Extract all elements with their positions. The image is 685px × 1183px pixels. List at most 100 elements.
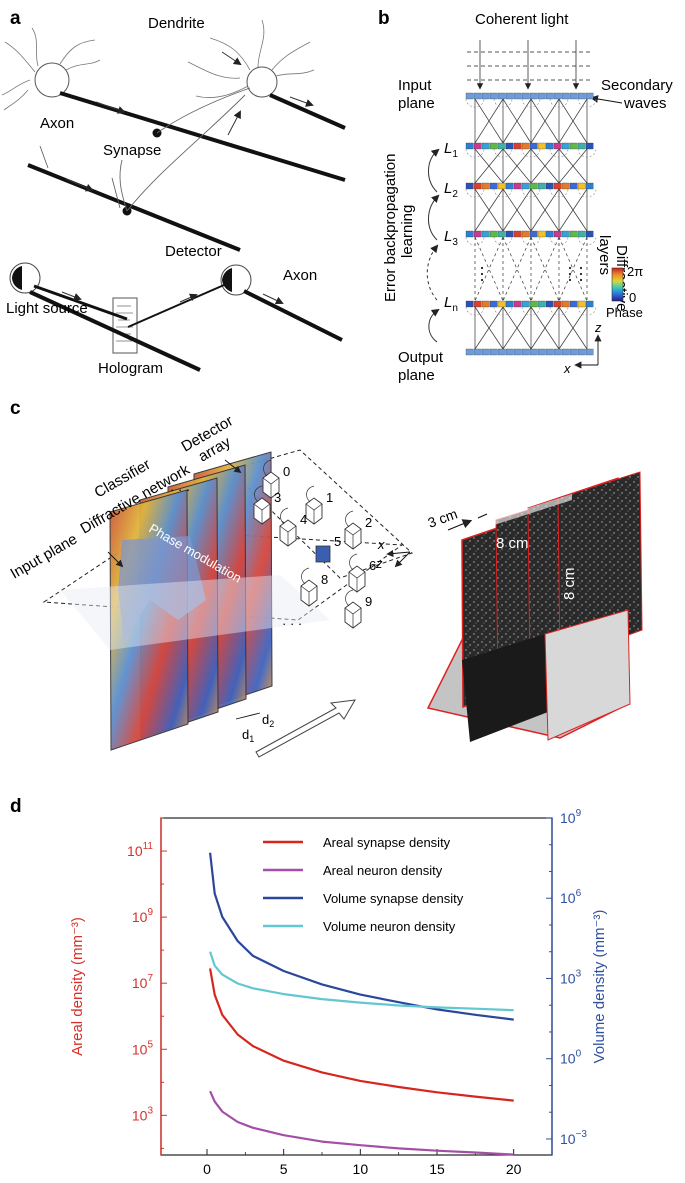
b-axis-x: x: [563, 361, 571, 376]
layer-label-2: L2: [444, 180, 458, 200]
label-hologram: Hologram: [98, 360, 163, 377]
secondary-wavelets-3: [465, 236, 597, 246]
detector-label-6: 6: [369, 558, 376, 573]
detector-label-8: 8: [321, 572, 328, 587]
detector-6: 6: [348, 553, 376, 593]
detector-label-4: 4: [300, 512, 307, 527]
input-plane-label: Input plane: [8, 531, 81, 583]
colorbar-top: 2π: [627, 264, 643, 279]
axon-2: [269, 93, 346, 130]
right-tick-label: 10−3: [560, 1129, 587, 1147]
output-plane-line1: Output: [398, 349, 444, 366]
detector-3: 3: [253, 485, 281, 525]
label-detector: Detector: [165, 243, 222, 260]
connections-0: [474, 98, 588, 144]
x-tick-label-0: 0: [203, 1161, 211, 1177]
propagation-arrow: [255, 699, 356, 758]
label-dendrite: Dendrite: [148, 15, 205, 32]
dendrite-branches: [1, 19, 315, 111]
panel-a: a Dendrite Axon Synapse Detector Axon: [1, 8, 346, 377]
axon-1: [59, 91, 346, 182]
incident-light-arrows: [476, 40, 580, 90]
detector-label-0: 0: [283, 464, 290, 479]
secondary-wavelets-4: [465, 306, 597, 316]
legend-label-1: Areal neuron density: [323, 863, 443, 878]
connections-4: [474, 306, 588, 350]
c-axis-z: z: [375, 556, 383, 571]
plate-gap-dots-bottom: · · ·: [282, 616, 302, 631]
detector-plane-outline: [229, 449, 413, 579]
panel-d-letter: d: [10, 796, 22, 817]
input-plane-line1: Input: [398, 77, 432, 94]
detector-label-2: 2: [365, 515, 372, 530]
input-plane-bar: [465, 92, 594, 100]
right-tick-label: 103: [560, 968, 582, 986]
secondary-waves-line1: Secondary: [601, 77, 673, 94]
connections-3: [474, 236, 588, 302]
x-tick-label-15: 15: [429, 1161, 445, 1177]
diffractive-layers-line2: layers: [596, 235, 613, 275]
left-tick-label: 1011: [127, 841, 153, 859]
layer-1-bar: [465, 142, 594, 150]
printed-network-photo: [426, 471, 643, 742]
diffractive-plates: [60, 451, 330, 751]
c-axis-x: x: [377, 537, 385, 552]
backprop-label-line1: Error backpropagation: [382, 154, 399, 302]
panel-b: b Coherent light Input plane Secondary w…: [378, 8, 673, 384]
layer-label-1: L1: [444, 140, 458, 160]
output-plane-bar: [465, 348, 594, 356]
detector-9: 9: [344, 589, 372, 629]
label-axon-top: Axon: [40, 115, 74, 132]
left-axis-label: Areal density (mm⁻³): [69, 917, 86, 1056]
connections-2: [474, 188, 588, 232]
label-synapse: Synapse: [103, 142, 161, 159]
axon-3: [27, 163, 241, 252]
series-line-0: [209, 968, 514, 1102]
plate-gap-dots-top: · · ·: [170, 482, 190, 497]
detector-array: 0 1 2 3 45 6 8 9: [253, 459, 376, 629]
panel-a-letter: a: [10, 8, 21, 29]
detector-8: 8: [300, 567, 328, 607]
secondary-wavelets-2: [465, 188, 597, 198]
left-tick-label: 109: [132, 907, 154, 925]
x-tick-label-20: 20: [506, 1161, 522, 1177]
left-tick-label: 107: [132, 973, 154, 991]
panel-c-letter: c: [10, 398, 21, 419]
colorbar-label: Phase: [606, 305, 643, 320]
detector-label-3: 3: [274, 490, 281, 505]
dim-8cm-horizontal: 8 cm: [496, 535, 529, 552]
right-tick-label: 106: [560, 888, 582, 906]
neuron-soma-right: [246, 66, 278, 98]
legend-label-2: Volume synapse density: [323, 891, 464, 906]
wavefronts: [467, 51, 590, 81]
left-tick-label: 105: [132, 1039, 154, 1057]
layer-n-bar: [465, 300, 594, 308]
d2-label: d2: [262, 712, 274, 729]
legend-label-3: Volume neuron density: [323, 919, 456, 934]
b-axis-z: z: [594, 320, 602, 335]
right-tick-label: 109: [560, 808, 582, 826]
detector-label-9: 9: [365, 594, 372, 609]
detector-4: 4: [279, 507, 307, 547]
right-axis-label: Volume density (mm⁻³): [591, 910, 608, 1064]
right-tick-label: 100: [560, 1049, 582, 1067]
x-tick-label-5: 5: [280, 1161, 288, 1177]
detector-label-1: 1: [326, 490, 333, 505]
series-line-2: [209, 852, 514, 1021]
phase-colorbar: [611, 267, 624, 302]
panel-b-title: Coherent light: [475, 11, 569, 28]
backprop-label-line2: learning: [399, 205, 416, 258]
d1-label: d1: [242, 727, 254, 744]
detector-2: 2: [344, 510, 372, 550]
neuron-soma-left: [34, 62, 70, 98]
x-tick-label-10: 10: [353, 1161, 369, 1177]
detector-1: 1: [305, 485, 333, 525]
series-line-1: [209, 1090, 514, 1156]
layer-3-bar: [465, 230, 594, 238]
detector-5: 5: [315, 534, 341, 563]
backprop-arrows: [426, 148, 440, 343]
legend-label-0: Areal synapse density: [323, 835, 451, 850]
